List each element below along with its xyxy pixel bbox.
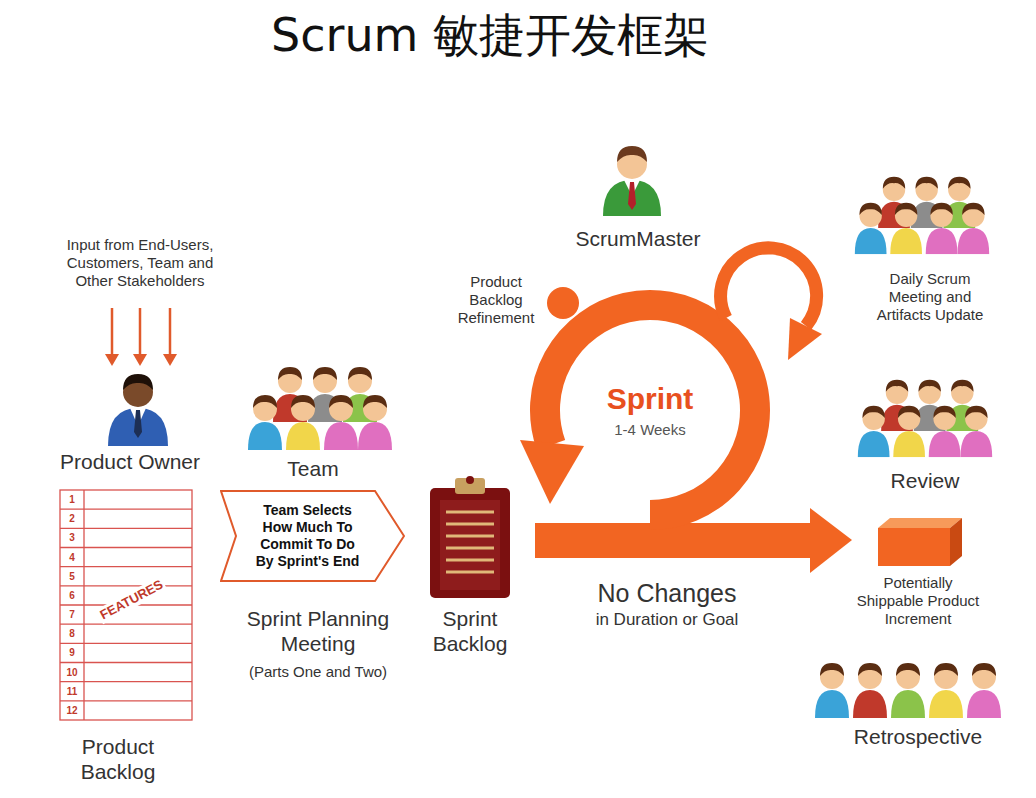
text-label: in Duration or Goal: [557, 610, 777, 630]
product-backlog-list: [60, 490, 192, 720]
row-number: 1: [61, 493, 83, 506]
text-label: Sprint Backlog: [425, 606, 515, 656]
diagram-title: Scrum 敏捷开发框架: [0, 8, 980, 63]
text-label: Product Owner: [30, 449, 230, 474]
row-number: 5: [61, 570, 83, 583]
increment-box: [878, 518, 962, 566]
text-label: Retrospective: [818, 724, 1018, 749]
row-number: 12: [61, 704, 83, 717]
review-people: [858, 380, 992, 457]
sprint-backlog-clipboard: [430, 476, 510, 598]
text-label: Sprint Planning Meeting: [218, 606, 418, 656]
retrospective-people: [815, 663, 1001, 718]
sprint-cycle: [520, 248, 852, 573]
text-label: ScrumMaster: [548, 226, 728, 251]
text-label: No Changes: [557, 578, 777, 608]
node-text: Sprint: [570, 381, 730, 417]
chevron-shape: [221, 491, 404, 581]
node-text: Team Selects How Much To Commit To Do By…: [250, 502, 365, 569]
node-text: 1-4 Weeks: [570, 421, 730, 439]
row-number: 6: [61, 589, 83, 602]
text-label: (Parts One and Two): [208, 663, 428, 681]
row-number: 4: [61, 551, 83, 564]
sprint-circle: Sprint 1-4 Weeks: [570, 377, 730, 443]
text-label: Input from End-Users, Customers, Team an…: [53, 236, 228, 290]
row-number: 8: [61, 627, 83, 640]
row-number: 3: [61, 531, 83, 544]
text-label: Daily Scrum Meeting and Artifacts Update: [868, 270, 993, 324]
node-text-wrap: Team Selects How Much To Commit To Do By…: [250, 502, 365, 569]
team-people: [248, 367, 392, 450]
input-arrows: [105, 308, 177, 366]
row-number: 2: [61, 512, 83, 525]
node-text-wrap: Sprint 1-4 Weeks: [570, 381, 730, 439]
scrum-master-icon: [603, 146, 661, 216]
daily-scrum-people: [855, 177, 989, 254]
row-number: 10: [61, 666, 83, 679]
product-owner-icon: [108, 374, 168, 446]
text-label: Team: [263, 456, 363, 481]
text-label: Product Backlog Refinement: [449, 273, 544, 327]
row-number: 7: [61, 608, 83, 621]
text-label: Product Backlog: [63, 734, 173, 784]
row-number: 9: [61, 646, 83, 659]
row-number: 11: [61, 685, 83, 698]
text-label: Review: [865, 468, 985, 493]
planning-chevron: Team Selects How Much To Commit To Do By…: [220, 490, 405, 582]
text-label: Potentially Shippable Product Increment: [853, 574, 983, 628]
